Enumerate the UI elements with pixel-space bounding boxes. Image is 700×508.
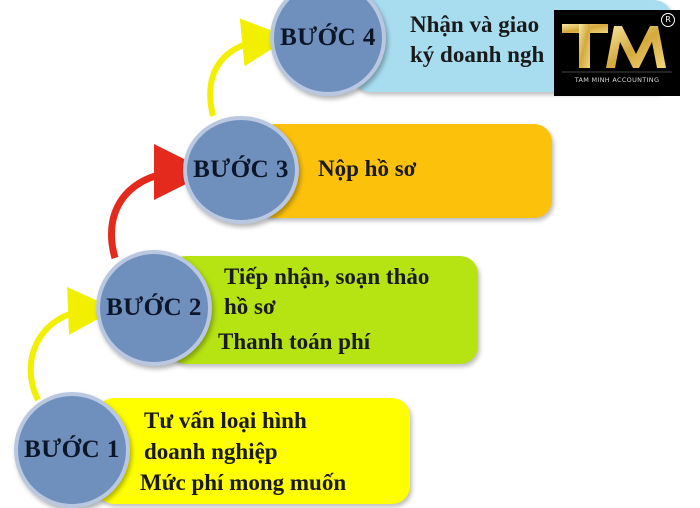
step-1-circle: BƯỚC 1 xyxy=(14,392,130,508)
step-4-line-2: ký doanh ngh xyxy=(410,42,545,67)
step-2-box xyxy=(168,256,478,364)
step-2-line-2: hồ sơ xyxy=(224,294,276,319)
step-1-line-3: Mức phí mong muốn xyxy=(140,470,347,495)
step-3-box xyxy=(258,124,552,218)
arrow-step2-to-step3 xyxy=(107,144,210,259)
arrow-step1-to-step2 xyxy=(27,286,116,402)
step-1-line-1: Tư vấn loại hình xyxy=(144,408,307,433)
step-3-circle: BƯỚC 3 xyxy=(183,116,299,224)
step-2-line-3: Thanh toán phí xyxy=(218,329,371,354)
logo-subtitle: TAM MINH ACCOUNTING xyxy=(574,76,660,84)
step-4-circle: BƯỚC 4 xyxy=(270,0,386,96)
step-1-box xyxy=(96,398,410,504)
step-4-line-1: Nhận và giao xyxy=(410,12,540,37)
step-1-line-2: doanh nghiệp xyxy=(144,439,278,464)
tam-minh-accounting-logo: R TAM MINH ACCOUNTING xyxy=(554,10,680,96)
registered-trademark-icon: R xyxy=(661,13,675,27)
step-2-circle: BƯỚC 2 xyxy=(96,250,212,366)
tm-monogram-icon xyxy=(562,24,672,73)
step-3-line-1: Nộp hồ sơ xyxy=(318,156,417,181)
step-2-line-1: Tiếp nhận, soạn thảo xyxy=(224,264,430,289)
arrow-step3-to-step4 xyxy=(207,18,290,117)
